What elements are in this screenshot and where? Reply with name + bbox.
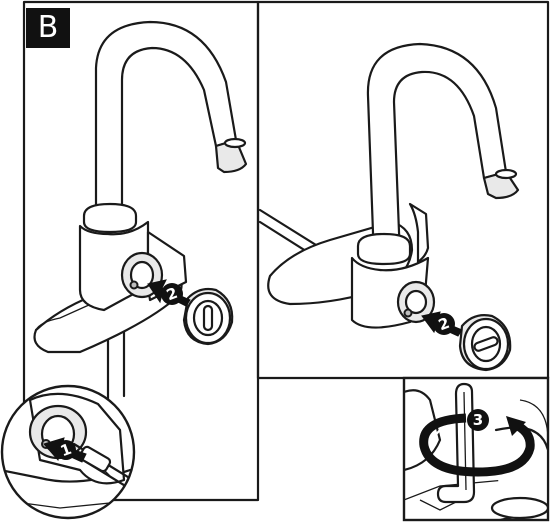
left-supply-pipe (106, 324, 126, 402)
right-faucet: 2 (258, 42, 520, 372)
left-step-2-arrow: 2 (147, 279, 191, 307)
step-1-arrow: 1 (43, 437, 87, 463)
left-faucet: 2 (33, 20, 248, 402)
left-spout-tip (214, 138, 248, 174)
right-step-2-arrow: 2 (421, 311, 463, 337)
rotation-arrow: 3 (419, 409, 535, 477)
panel-label: B (26, 8, 70, 48)
right-aerator-cap (458, 314, 512, 372)
inset-step-1: 1 (0, 384, 136, 520)
inset-step-3: 3 (402, 376, 550, 522)
right-spout (366, 42, 508, 262)
left-aerator-cap (182, 287, 234, 346)
step-3-label: 3 (473, 411, 483, 429)
left-collar (82, 202, 138, 234)
left-spout (94, 20, 238, 222)
right-collar (356, 232, 412, 266)
